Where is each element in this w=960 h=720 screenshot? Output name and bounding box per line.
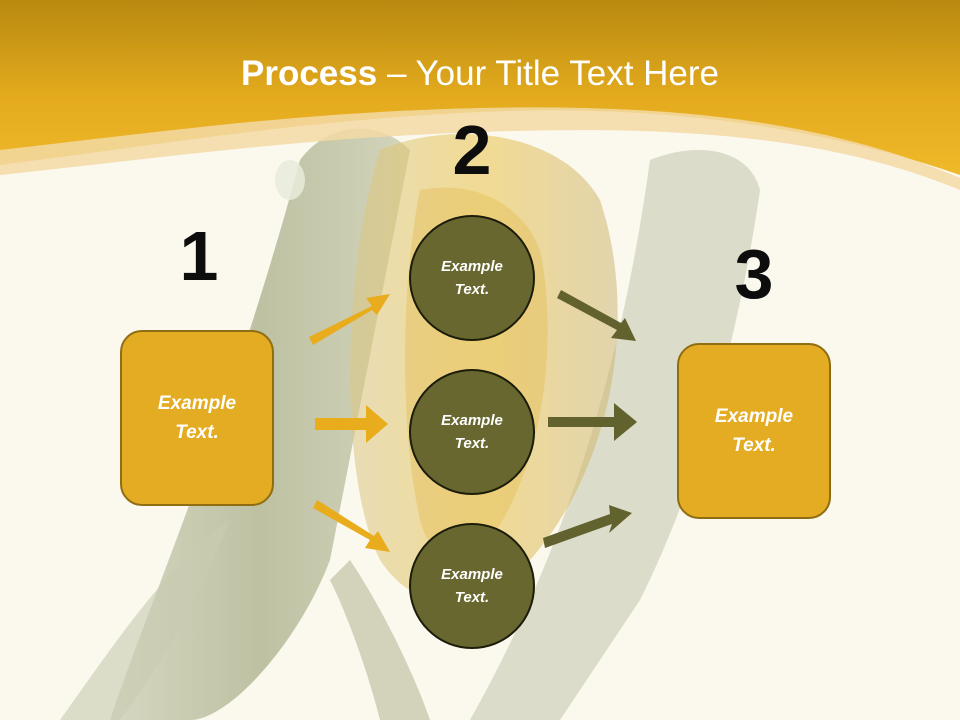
arrow-bottom-to-right	[543, 505, 632, 548]
title-rest: – Your Title Text Here	[377, 54, 719, 93]
box-left-text: Example Text.	[157, 393, 237, 443]
step-number-3: 3	[734, 235, 774, 313]
box-left: Example Text.	[120, 330, 274, 506]
arrow-left-to-top	[309, 294, 390, 345]
arrow-top-to-right	[557, 290, 636, 341]
box-right: Example Text.	[677, 343, 831, 519]
circle-middle-text: Example Text.	[441, 412, 503, 452]
circle-top: Example Text.	[409, 215, 535, 341]
arrow-left-to-bottom	[313, 500, 390, 552]
box-right-text: Example Text.	[714, 406, 794, 456]
arrow-left-to-middle	[315, 405, 388, 443]
circle-middle: Example Text.	[409, 369, 535, 495]
circle-bottom-text: Example Text.	[441, 566, 503, 606]
title-bold: Process	[241, 54, 378, 93]
circle-bottom: Example Text.	[409, 523, 535, 649]
circle-top-text: Example Text.	[441, 258, 503, 298]
slide-title: Process – Your Title Text Here	[0, 52, 960, 96]
arrow-middle-to-right	[548, 403, 637, 441]
step-number-2: 2	[452, 111, 492, 189]
step-number-1: 1	[179, 217, 219, 295]
